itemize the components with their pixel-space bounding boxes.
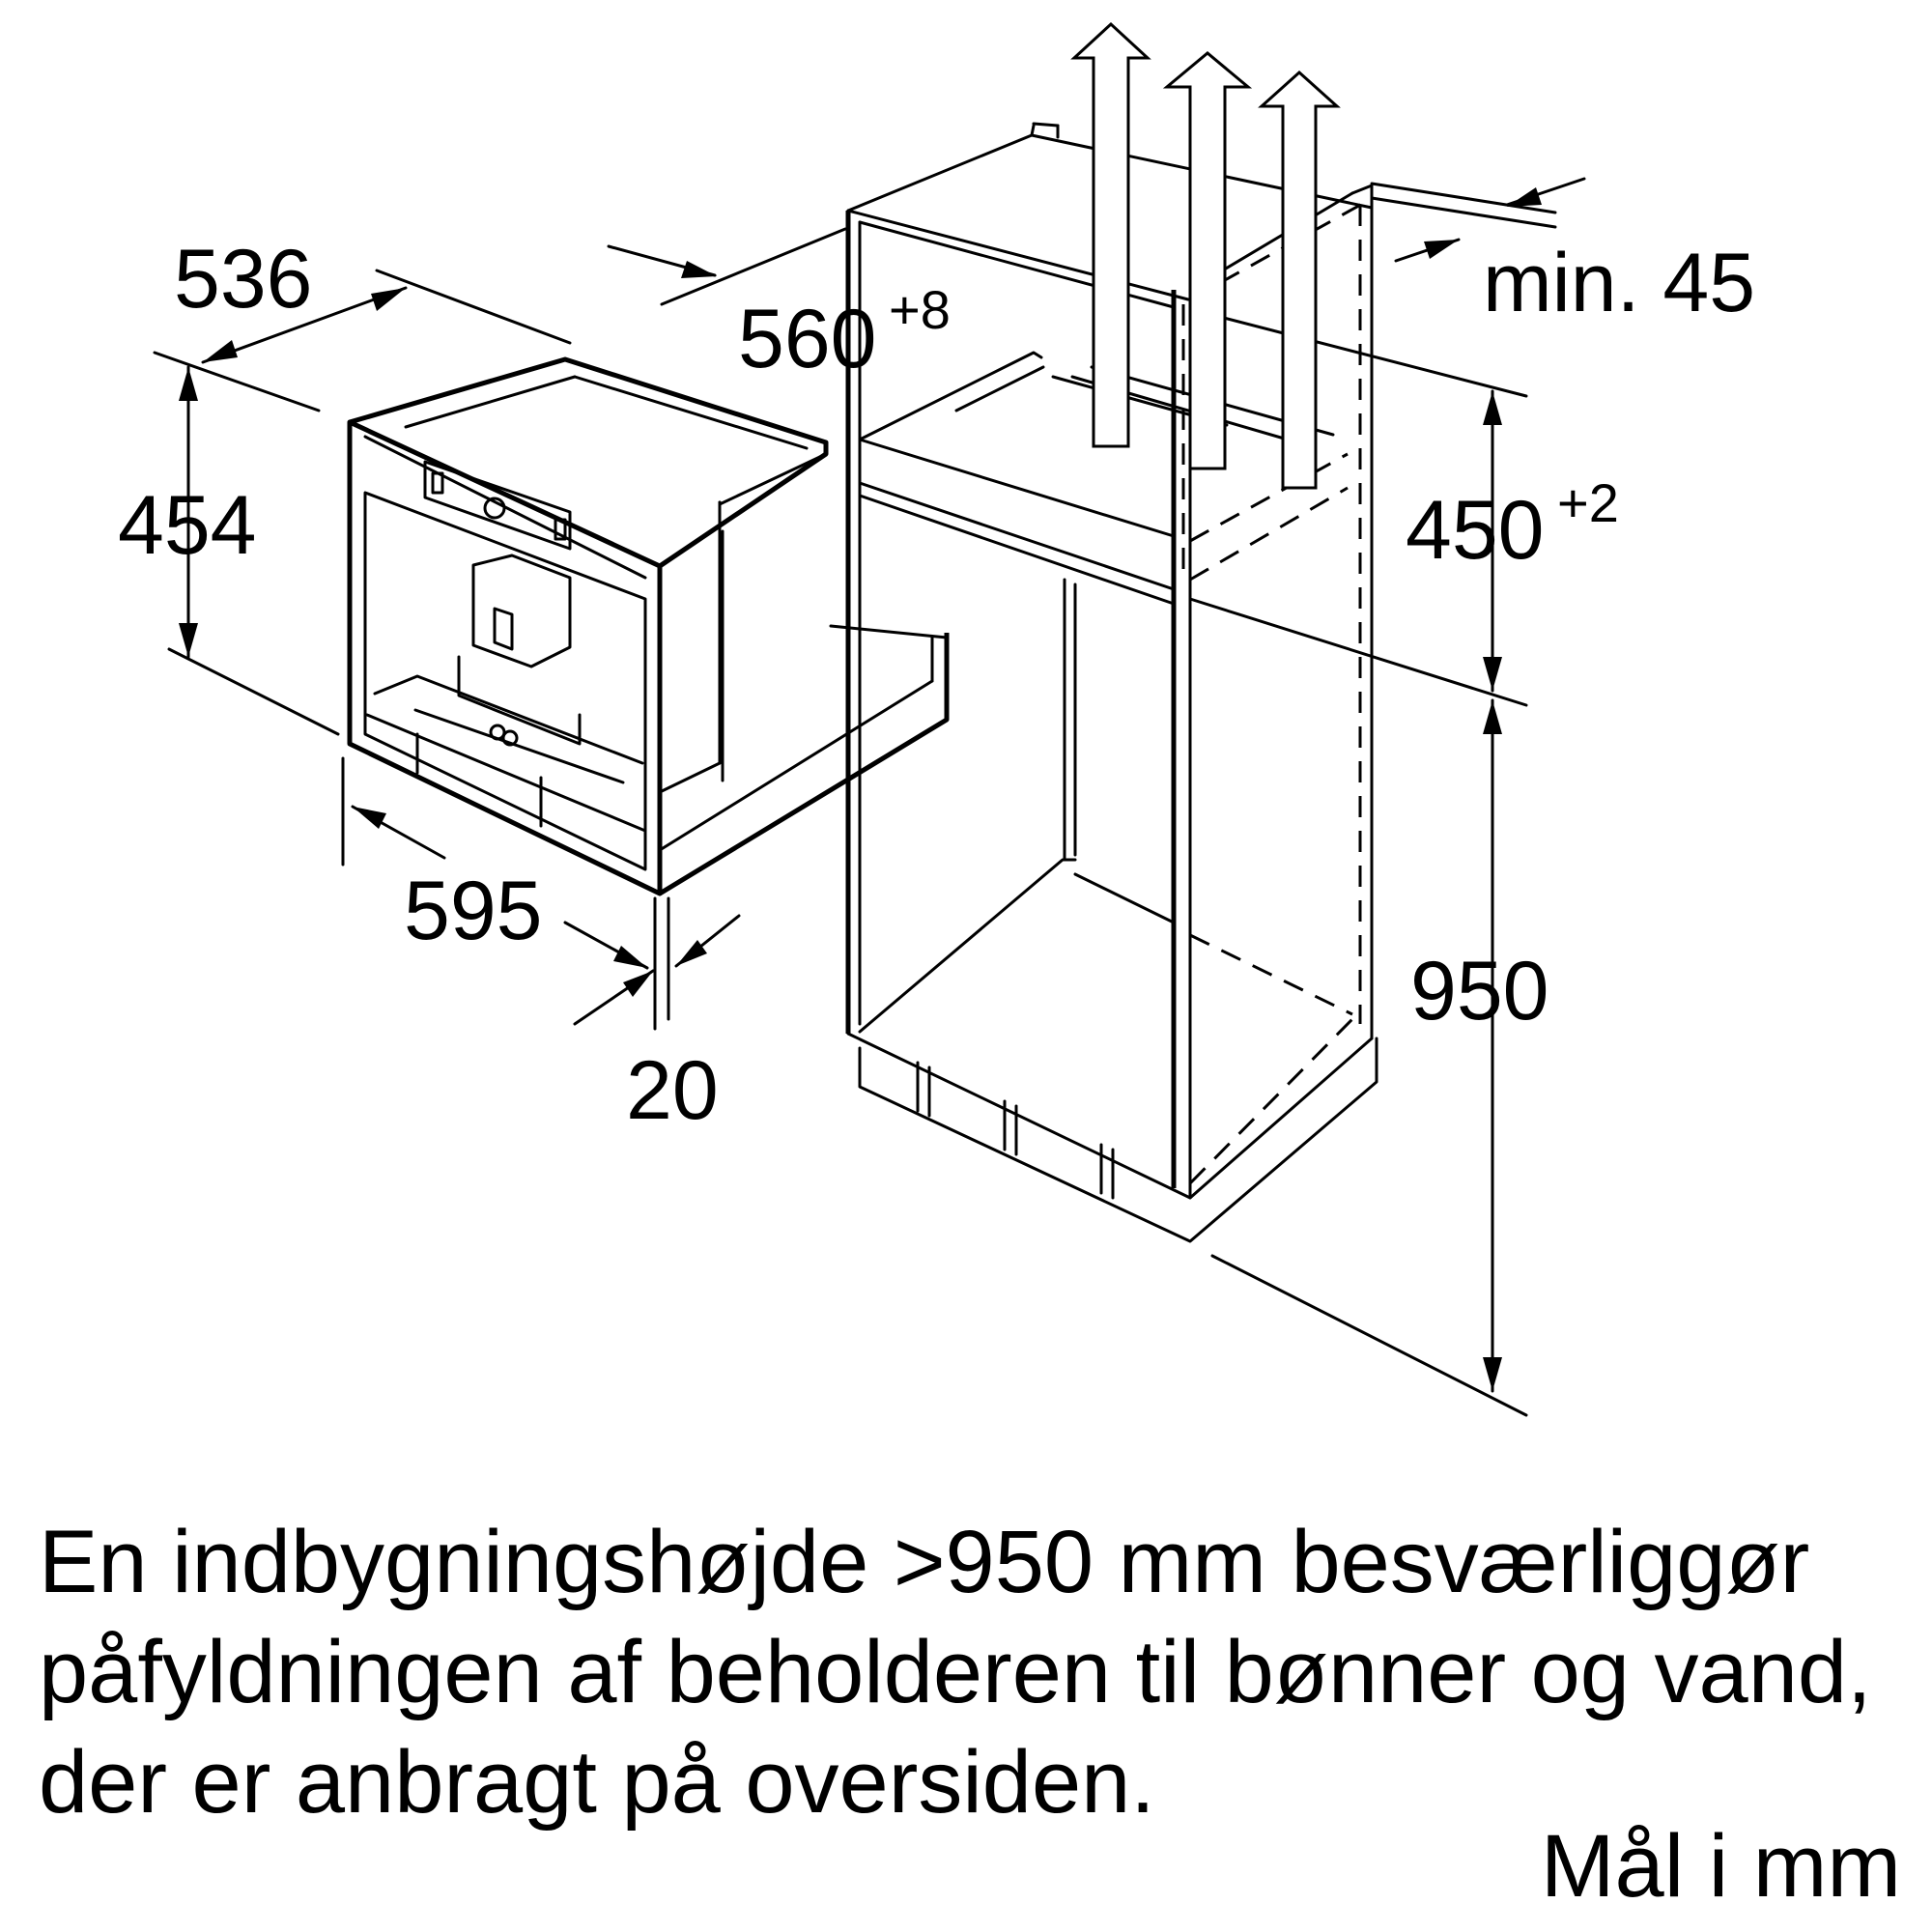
dim-label-450: 450	[1406, 484, 1545, 577]
dim-label-20: 20	[626, 1044, 719, 1137]
dim-label-560: 560	[738, 293, 877, 385]
dim-label-950: 950	[1410, 945, 1549, 1037]
dim-label-min-45: min. 45	[1483, 237, 1755, 329]
note-line: påfyldningen af beholderen til bønner og…	[39, 1623, 1872, 1721]
appliance-drawing	[347, 356, 950, 896]
arrow-up-icon	[1258, 70, 1341, 490]
installation-note: En indbygningshøjde >950 mm besværliggør…	[39, 1507, 1913, 1837]
dimension-lines	[153, 177, 1586, 1417]
dim-label-450-tolerance: +2	[1557, 472, 1619, 533]
units-label: Mål i mm	[1540, 1817, 1901, 1916]
dim-label-595: 595	[404, 865, 543, 957]
dim-label-454: 454	[118, 479, 257, 572]
ventilation-arrows	[1070, 21, 1341, 490]
note-line: En indbygningshøjde >950 mm besværliggør	[39, 1513, 1810, 1611]
arrow-up-icon	[1162, 51, 1253, 470]
dim-label-560-tolerance: +8	[889, 279, 951, 340]
dim-label-536: 536	[174, 233, 313, 326]
arrow-up-icon	[1070, 21, 1151, 448]
note-line: der er anbragt på oversiden.	[39, 1733, 1155, 1832]
